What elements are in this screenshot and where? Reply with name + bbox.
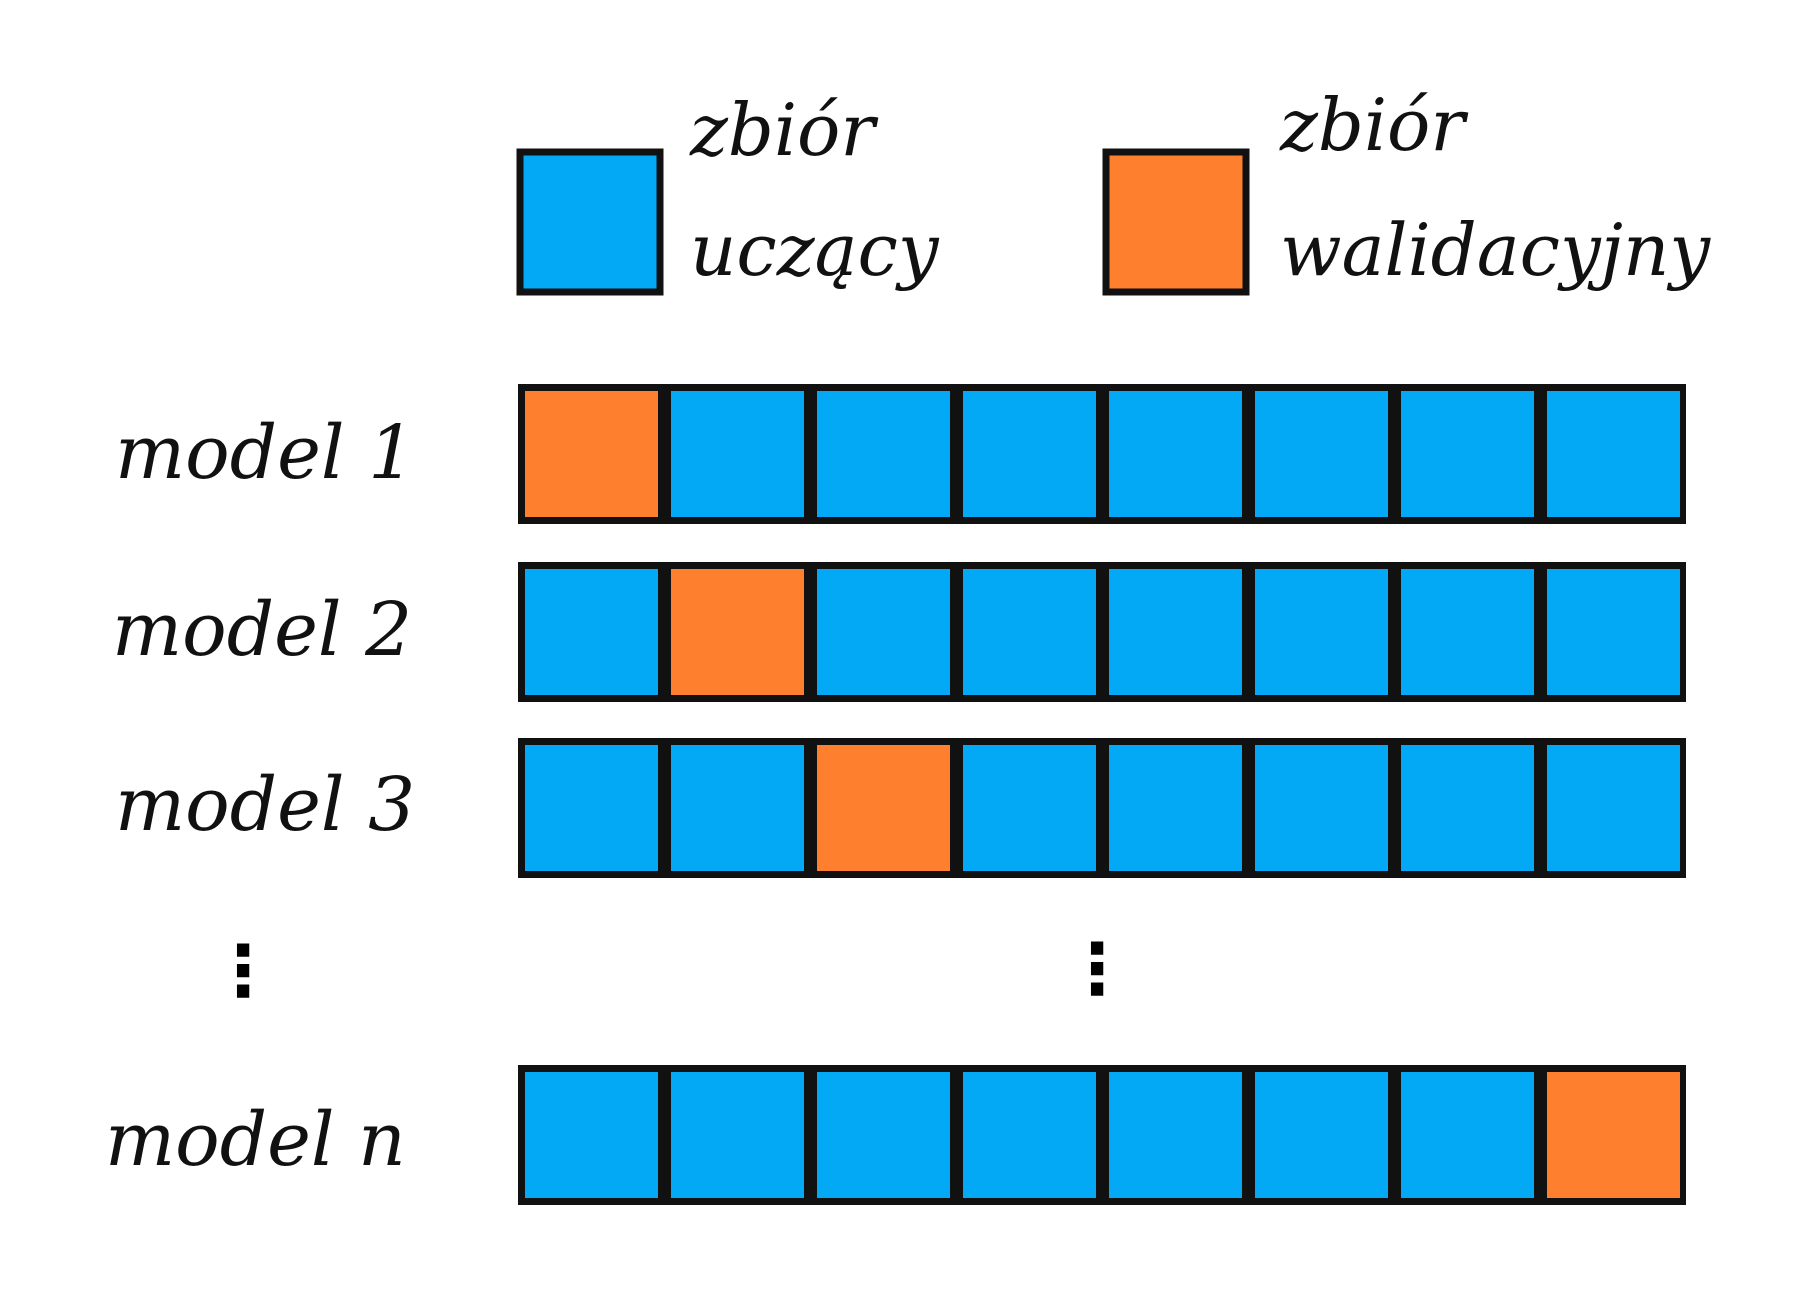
fold-cell-training (1547, 391, 1680, 517)
fold-cell-training (1547, 745, 1680, 871)
fold-row-model-3 (518, 738, 1686, 878)
fold-cell-training (963, 745, 1096, 871)
fold-cell-training (671, 391, 804, 517)
fold-row-model-1 (518, 384, 1686, 524)
legend-training-swatch (516, 148, 664, 296)
fold-cell-validation (671, 569, 804, 695)
fold-cell-training (817, 1072, 950, 1198)
ellipsis-center: ⋮ (1062, 928, 1132, 1010)
fold-cell-training (963, 1072, 1096, 1198)
fold-row-model-2 (518, 562, 1686, 702)
fold-cell-training (671, 745, 804, 871)
fold-cell-training (1547, 569, 1680, 695)
row-label-model-2: model 2 (112, 587, 412, 673)
ellipsis-left: ⋮ (208, 930, 278, 1012)
fold-cell-training (525, 745, 658, 871)
fold-cell-training (525, 1072, 658, 1198)
fold-cell-validation (817, 745, 950, 871)
fold-cell-training (1109, 745, 1242, 871)
fold-cell-training (1255, 1072, 1388, 1198)
fold-cell-training (1109, 391, 1242, 517)
fold-cell-training (1401, 1072, 1534, 1198)
legend-training-line2: uczący (690, 208, 940, 292)
fold-row-model-n (518, 1065, 1686, 1205)
fold-cell-training (525, 569, 658, 695)
fold-cell-training (1401, 745, 1534, 871)
row-label-model-3: model 3 (115, 762, 415, 848)
row-label-model-n: model n (105, 1097, 406, 1183)
legend-validation-line2: walidacyjny (1280, 208, 1711, 292)
fold-cell-training (963, 569, 1096, 695)
legend-validation: zbiór walidacyjny (1102, 83, 1711, 296)
fold-cell-training (1109, 569, 1242, 695)
row-label-model-1: model 1 (115, 410, 415, 496)
fold-cell-training (1401, 391, 1534, 517)
fold-cell-validation (525, 391, 658, 517)
fold-cell-training (1255, 569, 1388, 695)
fold-cell-training (671, 1072, 804, 1198)
fold-cell-training (817, 391, 950, 517)
fold-cell-training (1255, 391, 1388, 517)
fold-cell-validation (1547, 1072, 1680, 1198)
fold-cell-training (1109, 1072, 1242, 1198)
fold-cell-training (817, 569, 950, 695)
legend-validation-line1: zbiór (1279, 83, 1468, 167)
legend-training: zbiór uczący (516, 88, 940, 296)
fold-cell-training (1401, 569, 1534, 695)
fold-cell-training (963, 391, 1096, 517)
legend-training-line1: zbiór (689, 88, 878, 172)
legend-validation-swatch (1102, 148, 1250, 296)
fold-cell-training (1255, 745, 1388, 871)
